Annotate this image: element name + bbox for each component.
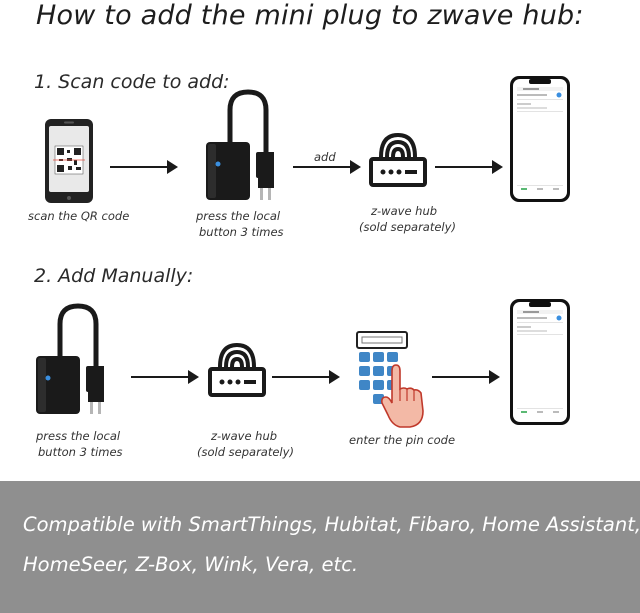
step1-hub-caption-line1: z-wave hub [371, 204, 438, 218]
step1-arrow-3 [435, 160, 503, 174]
step1-heading: 1. Scan code to add: [34, 71, 230, 93]
step2-hub-caption-line1: z-wave hub [211, 429, 278, 443]
step1-press-caption-line1: press the local [196, 209, 281, 223]
step1-press-caption-line2: button 3 times [199, 225, 284, 239]
mini-plug-icon [206, 89, 274, 200]
zwave-hub-icon [369, 132, 427, 187]
step2-press-caption-line2: button 3 times [38, 445, 123, 459]
compatibility-footer: Compatible with SmartThings, Hubitat, Fi… [0, 481, 640, 613]
compatibility-line-1: Compatible with SmartThings, Hubitat, Fi… [23, 513, 640, 536]
step1-hub-caption-line2: (sold separately) [359, 220, 456, 234]
mini-plug-icon-2 [36, 303, 104, 414]
pin-code-caption: enter the pin code [349, 433, 456, 447]
step2-hub-caption-line2: (sold separately) [197, 445, 294, 459]
add-arrow-label: add [314, 150, 336, 164]
compatible-with-lead: Compatible with [23, 513, 183, 536]
zwave-hub-icon-2 [208, 342, 266, 397]
step2-arrow-1 [131, 370, 199, 384]
step1-arrow-2 [293, 160, 361, 174]
compatibility-line-2: HomeSeer, Z-Box, Wink, Vera, etc. [23, 553, 359, 576]
step1-arrow-1 [110, 160, 178, 174]
step2-arrow-3 [432, 370, 500, 384]
page-title: How to add the mini plug to zwave hub: [36, 0, 584, 31]
qr-phone-icon [45, 119, 93, 203]
pin-keypad-icon [356, 331, 424, 428]
compatible-platforms-1: SmartThings, Hubitat, Fibaro, Home Assis… [182, 513, 640, 536]
smartphone-app-icon-2 [510, 299, 570, 425]
step2-heading: 2. Add Manually: [34, 265, 194, 287]
smartphone-app-icon [510, 76, 570, 202]
step2-press-caption-line1: press the local [36, 429, 121, 443]
step2-arrow-2 [272, 370, 340, 384]
step1-scan-caption: scan the QR code [28, 209, 130, 223]
